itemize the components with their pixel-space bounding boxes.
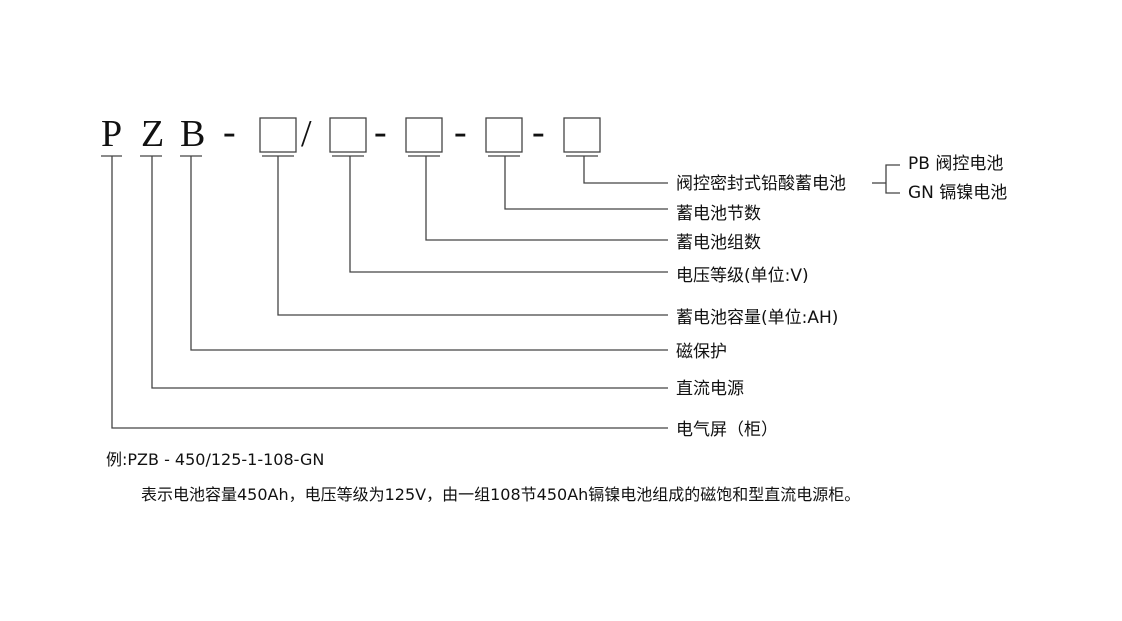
label-cells: 蓄电池节数 bbox=[676, 204, 761, 224]
dash: - bbox=[374, 111, 387, 153]
dash: - bbox=[223, 111, 236, 153]
code-b: B bbox=[180, 113, 206, 155]
dash: - bbox=[532, 111, 545, 153]
example-code: 例:PZB - 450/125-1-108-GN bbox=[106, 450, 325, 469]
code-z: Z bbox=[141, 113, 165, 155]
label-capacity: 蓄电池容量(单位:AH) bbox=[676, 308, 839, 328]
dash: - bbox=[454, 111, 467, 153]
label-cabinet: 电气屏（柜） bbox=[676, 420, 778, 440]
bracket bbox=[885, 164, 900, 194]
label-magnetic: 磁保护 bbox=[676, 342, 727, 362]
label-voltage: 电压等级(单位:V) bbox=[676, 266, 809, 286]
slash: / bbox=[301, 113, 312, 155]
example-description: 表示电池容量450Ah，电压等级为125V，由一组108节450Ah镉镍电池组成… bbox=[141, 485, 861, 504]
code-p: P bbox=[101, 113, 123, 155]
label-pb: PB 阀控电池 bbox=[908, 154, 1004, 174]
label-groups: 蓄电池组数 bbox=[676, 233, 761, 253]
placeholder-boxes bbox=[259, 117, 601, 153]
label-type: 阀控密封式铅酸蓄电池 bbox=[676, 174, 846, 194]
label-gn: GN 镉镍电池 bbox=[908, 183, 1008, 203]
label-dc: 直流电源 bbox=[676, 379, 744, 399]
